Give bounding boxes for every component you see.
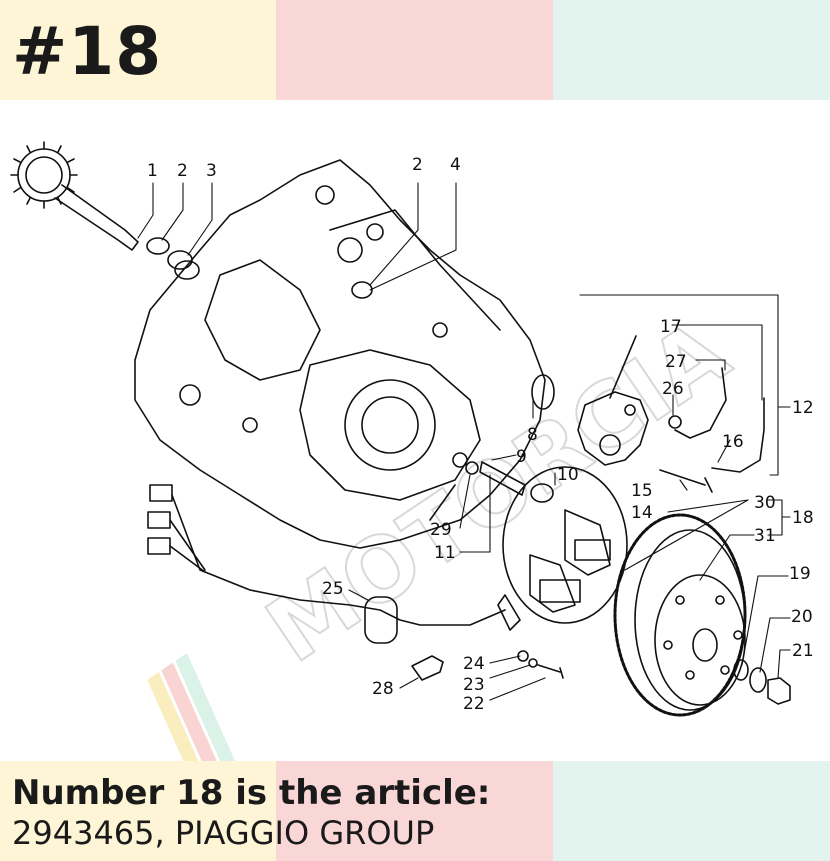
article-number: 2943465, PIAGGIO GROUP <box>12 814 435 852</box>
washer-part <box>465 461 479 475</box>
label-30: 30 <box>754 493 776 513</box>
label-8: 8 <box>527 425 538 445</box>
clip-part <box>668 415 682 429</box>
label-16: 16 <box>722 432 744 452</box>
leader-lines <box>137 182 791 701</box>
label-31: 31 <box>754 526 776 546</box>
screw-part <box>479 461 526 496</box>
screw-part <box>659 469 713 493</box>
washer-part <box>749 667 767 693</box>
page-title: #18 <box>12 13 163 90</box>
gear-shaft-part <box>10 141 139 251</box>
washer-part <box>452 452 468 468</box>
footer-band <box>0 761 830 861</box>
exploded-parts-diagram: MOTORCIA <box>10 141 814 761</box>
label-19: 19 <box>789 564 811 584</box>
crankcase-part <box>134 159 546 549</box>
plug-part <box>530 483 554 503</box>
bushing-part <box>167 250 200 280</box>
label-18: 18 <box>792 508 814 528</box>
label-2b: 2 <box>412 155 423 175</box>
header-band-mint <box>553 0 830 100</box>
label-2: 2 <box>177 161 188 181</box>
label-11: 11 <box>434 543 456 563</box>
stator-part <box>502 466 628 624</box>
footer-band-pink <box>276 761 553 861</box>
article-caption: Number 18 is the article: <box>12 773 491 813</box>
header-band-yellow <box>0 0 276 100</box>
o-ring-part <box>531 374 555 410</box>
label-24: 24 <box>463 654 485 674</box>
part-labels: 1 2 3 2 4 17 27 26 12 8 9 10 16 15 14 30… <box>147 155 814 714</box>
wiring-harness-part <box>147 484 521 644</box>
washer-part <box>733 659 749 681</box>
label-28: 28 <box>372 679 394 699</box>
label-25: 25 <box>322 579 344 599</box>
label-3: 3 <box>206 161 217 181</box>
label-26: 26 <box>662 379 684 399</box>
clamp-part <box>411 655 444 681</box>
label-9: 9 <box>516 447 527 467</box>
label-12: 12 <box>792 398 814 418</box>
screw-part <box>537 664 564 679</box>
washer-part <box>146 237 170 255</box>
label-22: 22 <box>463 694 485 714</box>
hose-part <box>674 367 765 473</box>
bearing-part <box>351 281 373 299</box>
flywheel-part <box>613 513 747 717</box>
label-14: 14 <box>631 503 653 523</box>
label-21: 21 <box>792 641 814 661</box>
label-15: 15 <box>631 481 653 501</box>
nut-part <box>767 677 791 705</box>
label-20: 20 <box>791 607 813 627</box>
header-band-pink <box>276 0 553 100</box>
header-band <box>0 0 830 100</box>
label-17: 17 <box>660 317 682 337</box>
oil-pump-part <box>577 335 649 466</box>
footer-band-mint <box>553 761 830 861</box>
label-27: 27 <box>665 352 687 372</box>
washer-part <box>528 658 538 668</box>
footer-band-yellow <box>0 761 276 861</box>
label-29: 29 <box>430 520 452 540</box>
label-4: 4 <box>450 155 461 175</box>
label-1: 1 <box>147 161 158 181</box>
label-23: 23 <box>463 675 485 695</box>
label-10: 10 <box>557 465 579 485</box>
